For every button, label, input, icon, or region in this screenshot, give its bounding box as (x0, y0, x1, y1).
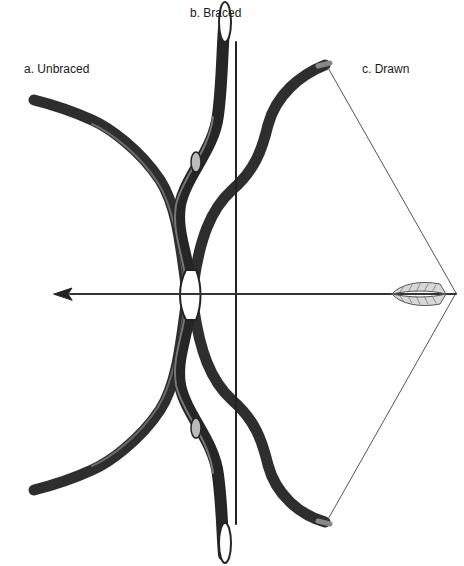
braced-bow (175, 2, 236, 563)
state-label: b. Braced (190, 6, 241, 20)
state-label: c. Drawn (362, 62, 409, 76)
state-label: a. Unbraced (24, 62, 89, 76)
arrow (54, 282, 456, 305)
